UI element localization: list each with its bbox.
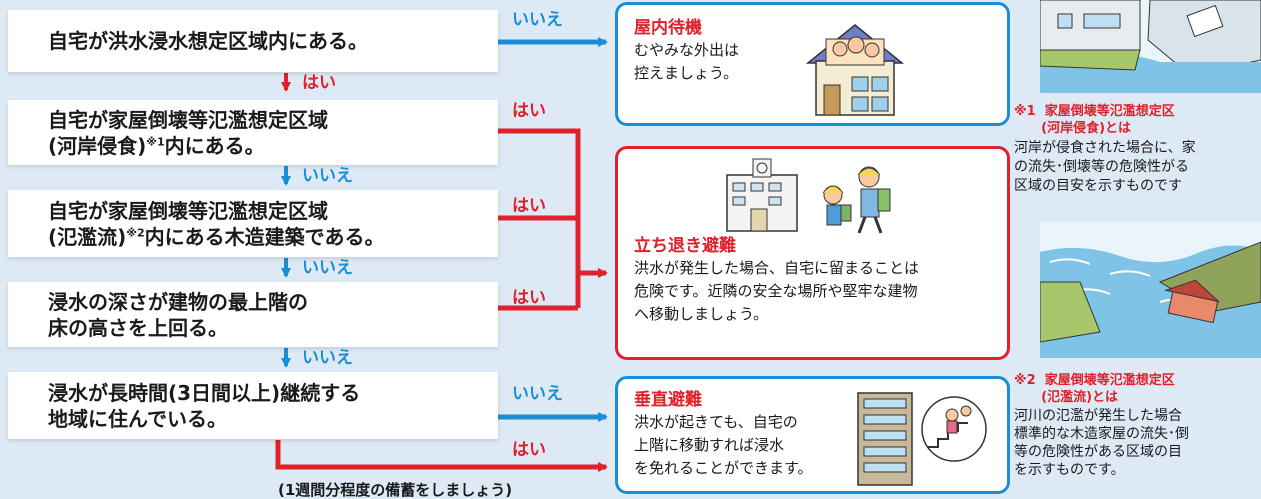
result-indoor-title: 屋内待機	[634, 18, 702, 38]
question-2-line2-post: 内にある。	[164, 133, 265, 158]
question-4-line1: 浸水の深さが建物の最上階の	[48, 289, 308, 314]
flood-current-illustration	[1040, 222, 1261, 358]
question-3-line2-pre: (氾濫流)	[48, 224, 127, 249]
label-q5-no: いいえ	[512, 384, 563, 404]
result-evacuate-title: 立ち退き避難	[634, 236, 736, 256]
result-indoor-desc-1: むやみな外出は	[634, 41, 740, 59]
house-family-illustration	[805, 24, 905, 116]
note-2-heading-1: ※2 家屋倒壊等氾濫想定区	[1014, 373, 1175, 388]
label-q2-yes: はい	[512, 101, 546, 121]
note-2-body-2: 標準的な木造家屋の流失･倒	[1014, 426, 1189, 442]
question-3-line1: 自宅が家屋倒壊等氾濫想定区域	[48, 198, 328, 223]
school-evacuees-illustration	[726, 158, 891, 234]
result-vertical: 垂直避難 洪水が起きても、自宅の 上階に移動すれば浸水 を免れることができます。	[615, 376, 1010, 494]
question-2: 自宅が家屋倒壊等氾濫想定区域 (河岸侵食)※1内にある。	[8, 100, 498, 165]
note-1-body-2: の流失･倒壊等の危険性がる	[1014, 159, 1189, 175]
note-1-heading-1: ※1 家屋倒壊等氾濫想定区	[1014, 104, 1175, 119]
question-2-line2: (河岸侵食)※1内にある。	[48, 133, 498, 159]
result-vertical-title: 垂直避難	[634, 390, 702, 410]
result-vertical-desc-3: を免れることができます。	[634, 459, 813, 477]
label-q3-no: いいえ	[302, 258, 353, 278]
question-4-line2: 床の高さを上回る。	[48, 315, 228, 340]
question-3-note-ref: ※2	[126, 225, 145, 239]
question-3-line2-post: 内にある木造建築である。	[144, 224, 385, 249]
question-2-note-ref: ※1	[146, 134, 165, 148]
label-q1-yes: はい	[302, 73, 336, 93]
label-q3-yes: はい	[512, 196, 546, 216]
question-5: 浸水が長時間(3日間以上)継続する 地域に住んでいる。	[8, 372, 498, 439]
label-q2-no: いいえ	[302, 166, 353, 186]
question-1: 自宅が洪水浸水想定区域内にある。	[8, 10, 498, 72]
note-2-heading-2: (氾濫流)とは	[1014, 390, 1119, 405]
question-4: 浸水の深さが建物の最上階の 床の高さを上回る。	[8, 282, 498, 347]
label-q1-no: いいえ	[512, 10, 563, 30]
apartment-stairs-illustration	[857, 392, 987, 486]
result-vertical-desc-1: 洪水が起きても、自宅の	[634, 413, 798, 431]
note-1-body-1: 河岸が侵食された場合に、家	[1014, 140, 1196, 156]
question-5-line2: 地域に住んでいる。	[48, 406, 227, 431]
note-1-body-3: 区域の目安を示すものです	[1014, 178, 1182, 194]
question-3-line2: (氾濫流)※2内にある木造建築である。	[48, 224, 498, 250]
result-evacuate-desc-1: 洪水が発生した場合、自宅に留まることは	[634, 259, 920, 277]
note-2-body-4: を示すものです。	[1014, 462, 1125, 478]
result-evacuate: 立ち退き避難 洪水が発生した場合、自宅に留まることは 危険です。近隣の安全な場所…	[615, 146, 1010, 360]
result-vertical-desc-2: 上階に移動すれば浸水	[634, 436, 785, 454]
stockpile-note: (1週間分程度の備蓄をしましょう)	[278, 481, 513, 499]
result-evacuate-desc-2: 危険です。近隣の安全な場所や堅牢な建物	[634, 282, 918, 300]
result-evacuate-desc-3: へ移動しましょう。	[634, 305, 769, 323]
question-1-text: 自宅が洪水浸水想定区域内にある。	[48, 29, 368, 53]
label-q4-no: いいえ	[302, 348, 353, 368]
result-indoor-desc-2: 控えましょう。	[634, 64, 739, 82]
result-indoor: 屋内待機 むやみな外出は 控えましょう。	[615, 2, 1010, 126]
label-q4-yes: はい	[512, 288, 546, 308]
question-2-line2-pre: (河岸侵食)	[48, 133, 147, 158]
note-2-body-3: 等の危険性がある区域の目	[1014, 444, 1182, 460]
note-1-heading-2: (河岸侵食)とは	[1014, 121, 1132, 136]
question-3: 自宅が家屋倒壊等氾濫想定区域 (氾濫流)※2内にある木造建築である。	[8, 190, 498, 257]
arrow-q5-yes	[275, 440, 608, 472]
question-5-line1: 浸水が長時間(3日間以上)継続する	[48, 380, 361, 405]
label-q5-yes: はい	[512, 440, 546, 460]
note-2-body-1: 河川の氾濫が発生した場合	[1014, 408, 1182, 424]
riverbank-erosion-illustration	[1040, 0, 1261, 93]
question-2-line1: 自宅が家屋倒壊等氾濫想定区域	[48, 107, 328, 132]
